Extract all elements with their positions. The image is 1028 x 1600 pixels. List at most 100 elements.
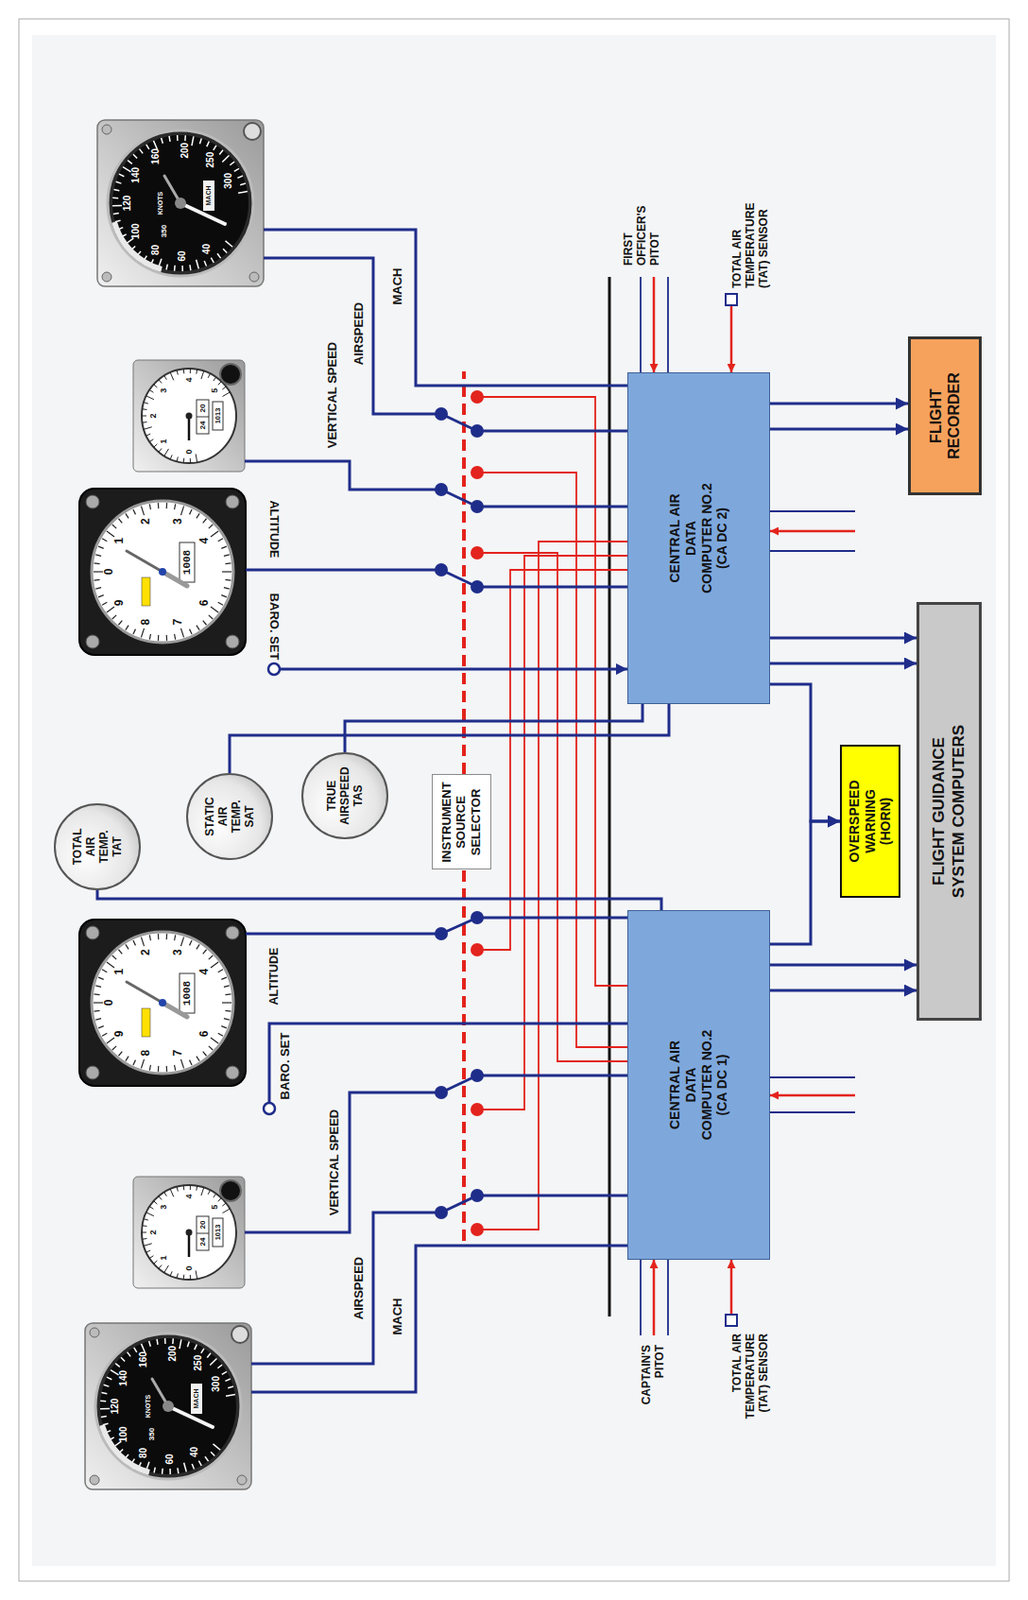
switch-pivot <box>434 1205 448 1219</box>
pitot-line <box>667 1259 669 1336</box>
dial-numeral: 3 <box>171 948 186 956</box>
pitot-line <box>770 1076 856 1079</box>
dial-numeral: 4 <box>184 376 194 382</box>
pitot-line <box>770 549 856 552</box>
dial-numeral: 20 <box>198 404 207 413</box>
baro-knob <box>263 1102 275 1114</box>
dial-numeral: 140 <box>118 1370 130 1387</box>
temperature-gauge: STATIC AIR TEMP. SAT <box>186 772 274 860</box>
switch-contact <box>470 1222 484 1236</box>
wire-label: ALTITUDE <box>267 500 281 559</box>
dial-numeral: 24 <box>198 421 207 430</box>
altimeter <box>79 919 246 1086</box>
cross-wire <box>477 472 628 1047</box>
dial-numeral: 120 <box>121 195 134 212</box>
computer-box: CENTRAL AIR DATA COMPUTER NO.2 (CA DC 1) <box>627 909 771 1260</box>
warning-box: OVERSPEED WARNING (HORN) <box>839 744 901 898</box>
pitot-pressure-arrow <box>770 1094 856 1097</box>
cross-wire <box>477 555 628 1110</box>
dial-numeral: 4 <box>198 537 212 545</box>
node-text: TOTAL AIR TEMP. TAT <box>70 828 124 866</box>
switch-pivot <box>434 482 448 497</box>
dial-numeral: 1 <box>113 968 127 976</box>
dial-numeral: KNOTS <box>156 191 165 216</box>
dial-numeral: 0 <box>102 568 117 576</box>
switch-contact <box>470 580 484 594</box>
wire-label: ALTITUDE <box>267 947 281 1006</box>
node-text: FLIGHT GUIDANCE SYSTEM COMPUTERS <box>929 712 969 911</box>
pitot-line <box>667 276 669 373</box>
signal-wire <box>477 1194 628 1198</box>
dial-numeral: KNOTS <box>144 1394 153 1419</box>
dial-numeral: 1 <box>113 537 127 545</box>
dial-numeral: 8 <box>139 618 154 626</box>
panel-ground <box>32 34 996 1566</box>
wire-label: AIRSPEED <box>352 302 367 365</box>
recorder-box: FLIGHT RECORDER <box>908 336 982 496</box>
wire-label: MACH <box>391 268 406 306</box>
airspeed-wire <box>251 1212 442 1364</box>
switch-contact <box>470 1102 484 1116</box>
dial-numeral: 3 <box>158 388 169 394</box>
switch-contact <box>470 942 484 957</box>
dial-numeral: 5 <box>209 388 220 394</box>
mach-wire <box>263 229 628 386</box>
altitude-wire <box>245 568 442 572</box>
node-text: TRUE AIRSPEED TAS <box>325 766 365 824</box>
wire-label: FIRST OFFICER'S PITOT <box>622 189 662 266</box>
dial-numeral: 200 <box>167 1345 179 1362</box>
data-connector <box>770 428 909 431</box>
tat-sensor <box>725 293 737 306</box>
baro-knob <box>268 663 280 675</box>
switch-contact <box>470 390 484 404</box>
switch-pivot <box>434 1085 448 1099</box>
dial-numeral: MACH <box>205 186 213 206</box>
vertical-speed-wire <box>244 461 442 490</box>
altitude-wire <box>245 932 442 936</box>
vertical-speed-indicator <box>133 359 245 472</box>
switch-contact <box>470 546 484 560</box>
dial-numeral: 100 <box>118 1425 130 1442</box>
switch-contact <box>470 424 484 438</box>
tat-sensor <box>725 1314 737 1326</box>
data-connector <box>770 684 840 822</box>
dial-numeral: 0 <box>184 1265 194 1270</box>
switch-contact <box>470 499 484 514</box>
airspeed-gauge: TRUE AIRSPEED TAS <box>301 752 389 840</box>
computer-box: CENTRAL AIR DATA COMPUTER NO.2 (CA DC 2) <box>627 372 771 704</box>
wire-label: MACH <box>391 1298 406 1336</box>
switch-contact <box>470 1068 484 1082</box>
dial-numeral: 9 <box>113 599 127 607</box>
data-connector <box>770 402 909 406</box>
dial-numeral: 2 <box>139 948 154 956</box>
dial-numeral: 9 <box>113 1030 127 1038</box>
switch-contact <box>470 910 484 925</box>
data-connector <box>344 703 643 753</box>
dial-numeral: 6 <box>198 599 212 607</box>
dial-numeral: 0 <box>102 999 117 1007</box>
airspeed-indicator <box>85 1322 252 1490</box>
data-connector <box>770 636 917 640</box>
dial-numeral: 350 <box>147 1427 156 1440</box>
selector-label-box: INSTRUMENT SOURCE SELECTOR <box>431 774 492 871</box>
dial-numeral: MACH <box>192 1388 201 1409</box>
temperature-arrow <box>730 1259 734 1315</box>
dial-numeral: 80 <box>137 1447 150 1458</box>
data-connector <box>770 821 840 944</box>
dial-numeral: 2 <box>148 1229 158 1234</box>
cross-wire <box>477 569 628 950</box>
airspeed-indicator <box>97 119 264 287</box>
data-connector <box>770 989 917 993</box>
dial-numeral: 4 <box>198 968 212 976</box>
node-text: STATIC AIR TEMP. SAT <box>203 796 257 837</box>
signal-wire <box>477 916 628 920</box>
dial-numeral: 120 <box>109 1398 121 1415</box>
dial-numeral: 300 <box>210 1375 223 1392</box>
baro-wire <box>279 668 628 671</box>
computer-box: FLIGHT GUIDANCE SYSTEM COMPUTERS <box>916 601 982 1021</box>
cross-wire <box>477 541 628 1230</box>
dial-numeral: 140 <box>130 167 142 184</box>
dial-numeral: 160 <box>137 1351 150 1368</box>
pitot-line <box>639 276 642 373</box>
dial-numeral: 80 <box>150 244 162 256</box>
